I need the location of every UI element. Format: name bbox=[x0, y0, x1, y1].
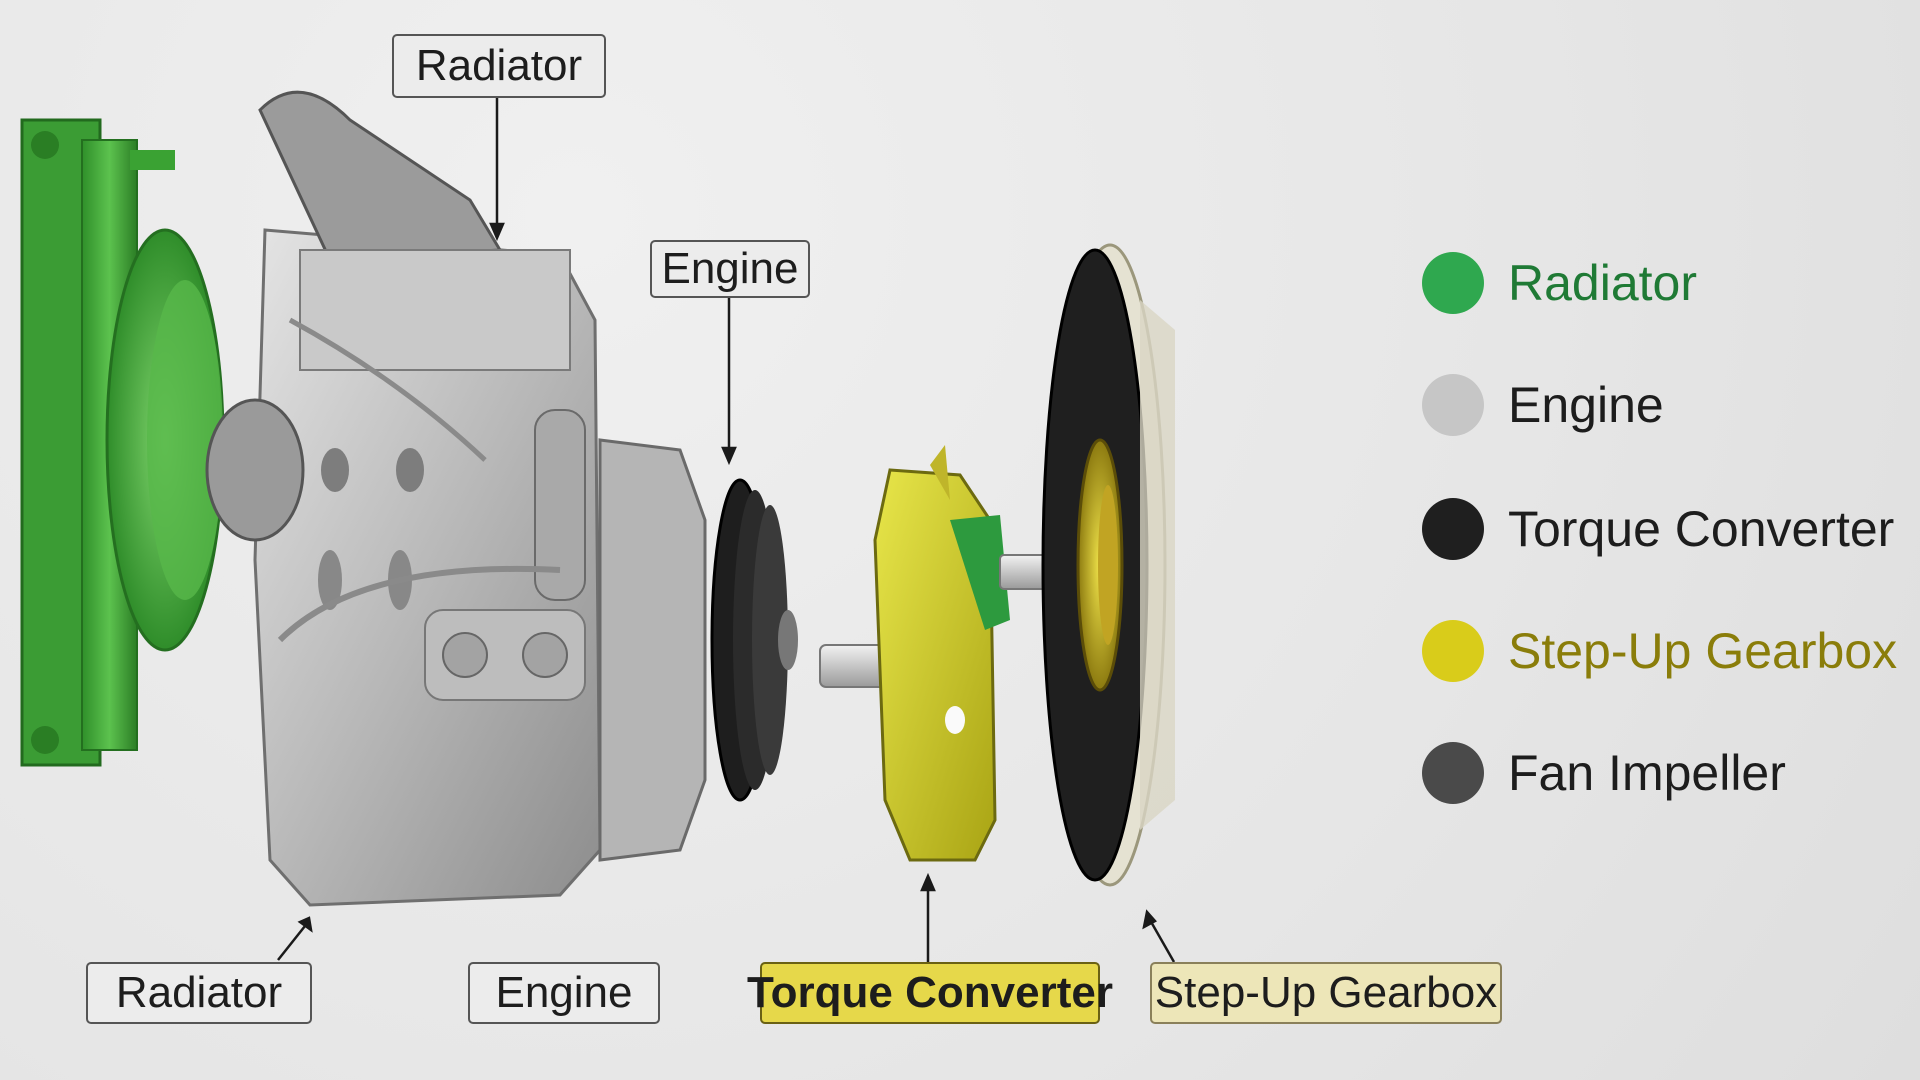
legend-item-radiator: Radiator bbox=[1422, 248, 1697, 318]
torque-converter-part bbox=[710, 478, 798, 802]
engine-color-swatch-icon bbox=[1422, 374, 1484, 436]
callout-torque-converter: Torque Converter bbox=[747, 962, 1113, 1024]
radiator-part bbox=[20, 118, 225, 767]
legend-item-engine: Engine bbox=[1422, 370, 1664, 440]
callout-step-up-gearbox: Step-Up Gearbox bbox=[1150, 962, 1502, 1024]
torque-converter-color-swatch-icon bbox=[1422, 498, 1484, 560]
radiator-color-swatch-icon bbox=[1422, 252, 1484, 314]
step-up-gearbox-part bbox=[819, 445, 1061, 862]
legend-label: Fan Impeller bbox=[1508, 745, 1786, 801]
callout-engine-top: Engine bbox=[650, 240, 810, 298]
leader-lines bbox=[277, 98, 1176, 963]
callout-radiator-top: Radiator bbox=[392, 34, 606, 98]
engine-part bbox=[205, 90, 707, 907]
legend-item-fan-impeller: Fan Impeller bbox=[1422, 738, 1786, 808]
legend-label: Radiator bbox=[1508, 255, 1697, 311]
fan-impeller-part bbox=[1041, 243, 1175, 887]
legend-item-torque-converter: Torque Converter bbox=[1422, 494, 1894, 564]
legend-label: Step-Up Gearbox bbox=[1508, 623, 1898, 679]
step-up-gearbox-color-swatch-icon bbox=[1422, 620, 1484, 682]
fan-impeller-color-swatch-icon bbox=[1422, 742, 1484, 804]
callout-engine-bottom: Engine bbox=[468, 962, 660, 1024]
callout-radiator-bottom: Radiator bbox=[86, 962, 312, 1024]
legend-item-step-up-gearbox: Step-Up Gearbox bbox=[1422, 616, 1897, 686]
legend-label: Torque Converter bbox=[1508, 501, 1895, 557]
legend-label: Engine bbox=[1508, 377, 1664, 433]
